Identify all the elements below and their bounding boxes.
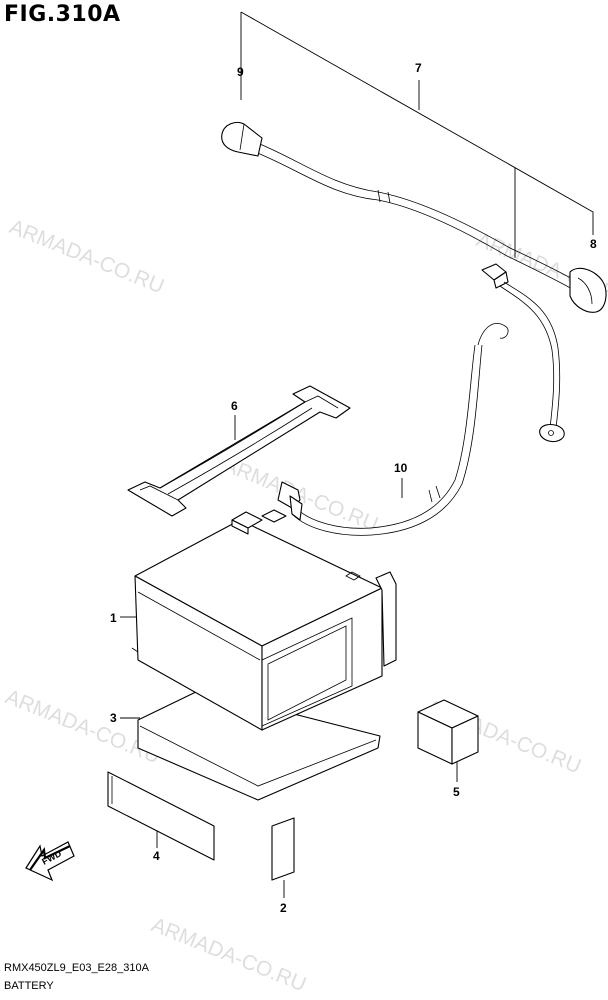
callouts: 1 2 3 4 5 6 7 8 9 10 — [110, 61, 597, 915]
section-name: BATTERY — [4, 980, 54, 992]
battery-band-6 — [127, 385, 351, 517]
battery-pad-3 — [137, 689, 381, 801]
watermark: ARMADA-CO.RU — [148, 913, 309, 996]
callout-7: 7 — [415, 61, 422, 75]
model-code: RMX450ZL9_E03_E28_310A — [4, 962, 149, 974]
callout-1: 1 — [110, 611, 117, 625]
callout-10: 10 — [394, 461, 408, 475]
callout-2: 2 — [280, 901, 287, 915]
pad-5 — [417, 699, 479, 765]
watermark: ARMADA-CO.RU — [6, 215, 167, 298]
callout-3: 3 — [110, 711, 117, 725]
battery-1 — [131, 509, 397, 731]
figure-title: FIG.310A — [4, 2, 121, 27]
callout-6: 6 — [231, 399, 238, 413]
negative-cable-10 — [277, 263, 565, 536]
label-4 — [107, 771, 215, 861]
battery-cable-assembly — [221, 121, 607, 313]
leader-lines — [120, 11, 594, 898]
callout-5: 5 — [453, 785, 460, 799]
fwd-arrow: FWD — [25, 841, 75, 882]
callout-4: 4 — [153, 849, 160, 863]
callout-9: 9 — [237, 65, 244, 79]
callout-8: 8 — [590, 237, 597, 251]
label-2 — [271, 817, 295, 881]
terminal-cover-8 — [569, 267, 607, 313]
